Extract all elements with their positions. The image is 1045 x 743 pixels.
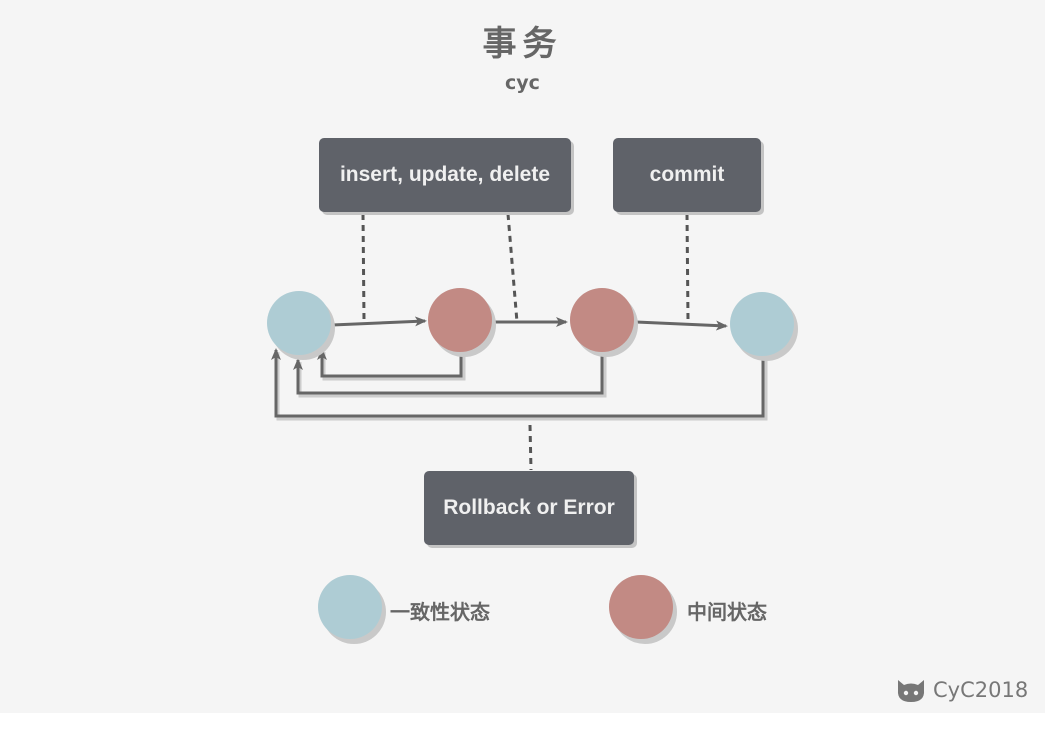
github-cat-icon [897, 680, 925, 702]
state-node-consistent-end [730, 292, 794, 356]
diagram-subtitle: cyc [505, 72, 540, 94]
arrow-state3-to-state4 [635, 320, 728, 331]
state-nodes [267, 288, 798, 361]
forward-arrows [331, 316, 728, 331]
rollback-arrow-from-state4 [271, 348, 765, 418]
state-node-intermediate-1 [428, 288, 492, 352]
connector-shadows [276, 352, 768, 421]
rollback-arrow-from-state2 [317, 348, 463, 378]
dashed-connector-commit [685, 213, 690, 321]
dashed-connector-ops-2 [506, 213, 519, 323]
rollback-arrow-from-state3 [293, 354, 604, 395]
diagram-title: 事务 [482, 24, 563, 64]
dashed-connector-rollback [528, 424, 533, 471]
legend-consistent-marker [318, 575, 382, 639]
diagram-svg [267, 213, 798, 644]
dashed-connectors [361, 213, 690, 471]
rollback-box: Rollback or Error [424, 471, 634, 545]
legend-intermediate-marker [609, 575, 673, 639]
legend-consistent-label: 一致性状态 [390, 600, 490, 624]
state-node-consistent-start [267, 291, 331, 355]
rollback-arrows [271, 348, 765, 418]
state-node-intermediate-2 [570, 288, 634, 352]
legend-markers [318, 575, 677, 644]
watermark-text: CyC2018 [933, 678, 1029, 702]
operations-box: insert, update, delete [319, 138, 571, 212]
arrow-state1-to-state2 [331, 316, 427, 327]
watermark: CyC2018 [895, 676, 1028, 704]
dashed-connector-ops-1 [361, 213, 366, 321]
commit-box: commit [613, 138, 761, 212]
legend-intermediate-label: 中间状态 [687, 600, 767, 624]
diagram-canvas: 事务 cyc [267, 24, 1029, 704]
